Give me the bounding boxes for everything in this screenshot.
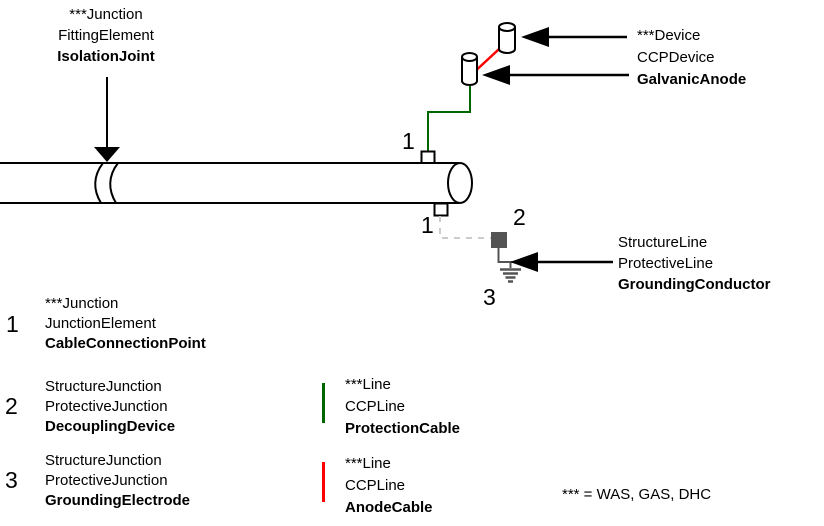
marker-decoupling-device: 2 (513, 204, 526, 230)
legend1-line3: CableConnectionPoint (45, 335, 206, 352)
grounding-conductor-line1: StructureLine (618, 234, 708, 251)
asterisk-footnote: *** = WAS, GAS, DHC (562, 486, 712, 503)
ccp-device-cylinder-body (498, 27, 516, 54)
grounding-conductor-line3: GroundingConductor (618, 276, 771, 293)
legend3-line2: ProtectiveJunction (45, 472, 168, 489)
grounding-conductor-line (497, 248, 519, 268)
galvanic-anode-line3: GalvanicAnode (637, 71, 747, 88)
legend-number-1: 1 (6, 311, 19, 337)
legend-item-anode-cable: ***Line CCPLine AnodeCable (345, 453, 433, 519)
cable2-line3: AnodeCable (345, 499, 433, 516)
marker-cable-connection-bottom: 1 (421, 212, 434, 238)
cable-connection-point-bottom-square (433, 202, 449, 217)
cable1-line3: ProtectionCable (345, 420, 461, 437)
legend-item-protection-cable: ***Line CCPLine ProtectionCable (345, 374, 460, 440)
legend-number-3: 3 (5, 467, 18, 493)
protection-cable-sample (322, 383, 325, 423)
cable-connection-point-top-square (420, 150, 436, 164)
isolation-joint-arc-left (94, 162, 104, 204)
galvanic-anode-line1: ***Device (637, 27, 701, 44)
grounding-electrode-symbol (500, 268, 521, 283)
legend1-line1: ***Junction (45, 295, 119, 312)
galvanic-anode-arrowhead (482, 65, 510, 85)
isolation-joint-line3: IsolationJoint (57, 48, 155, 65)
pipe-end-cap (447, 162, 473, 204)
cable1-line1: ***Line (345, 376, 391, 393)
isolation-joint-callout: ***Junction FittingElement IsolationJoin… (28, 4, 184, 67)
grounding-conductor-callout: StructureLine ProtectiveLine GroundingCo… (618, 232, 770, 295)
legend2-line3: DecouplingDevice (45, 418, 176, 435)
marker-grounding-electrode: 3 (483, 284, 496, 310)
grounding-conductor-arrowhead (510, 252, 538, 272)
cable2-line1: ***Line (345, 455, 391, 472)
galvanic-anode-line2: CCPDevice (637, 49, 715, 66)
legend-item-grounding-electrode: StructureJunction ProtectiveJunction Gro… (45, 451, 190, 511)
decoupling-device-square (491, 232, 507, 248)
isolation-joint-line1: ***Junction (69, 6, 143, 23)
galvanic-anode-cylinder-body (461, 57, 478, 86)
device-arrowhead (521, 27, 549, 47)
legend3-line1: StructureJunction (45, 452, 162, 469)
legend2-line2: ProtectiveJunction (45, 398, 168, 415)
isolation-joint-line2: FittingElement (58, 27, 154, 44)
cable2-line2: CCPLine (345, 477, 406, 494)
ccp-device-cylinder-top (498, 22, 516, 32)
legend1-line2: JunctionElement (45, 315, 156, 332)
legend-number-2: 2 (5, 393, 18, 419)
grounding-conductor-line2: ProtectiveLine (618, 255, 714, 272)
legend3-line3: GroundingElectrode (45, 492, 191, 509)
legend-item-cable-connection-point: ***Junction JunctionElement CableConnect… (45, 294, 206, 354)
isolation-joint-arc-right (109, 162, 119, 204)
protection-cable-line (427, 83, 471, 152)
galvanic-anode-cylinder-top (461, 52, 478, 62)
marker-cable-connection-top: 1 (402, 128, 415, 154)
cable1-line2: CCPLine (345, 398, 406, 415)
isolation-joint-arrowhead (94, 147, 120, 162)
legend2-line1: StructureJunction (45, 378, 162, 395)
legend-item-decoupling-device: StructureJunction ProtectiveJunction Dec… (45, 377, 175, 437)
galvanic-anode-callout: ***Device CCPDevice GalvanicAnode (637, 25, 746, 91)
structure-dashed-line (439, 216, 491, 239)
anode-cable-sample (322, 462, 325, 502)
